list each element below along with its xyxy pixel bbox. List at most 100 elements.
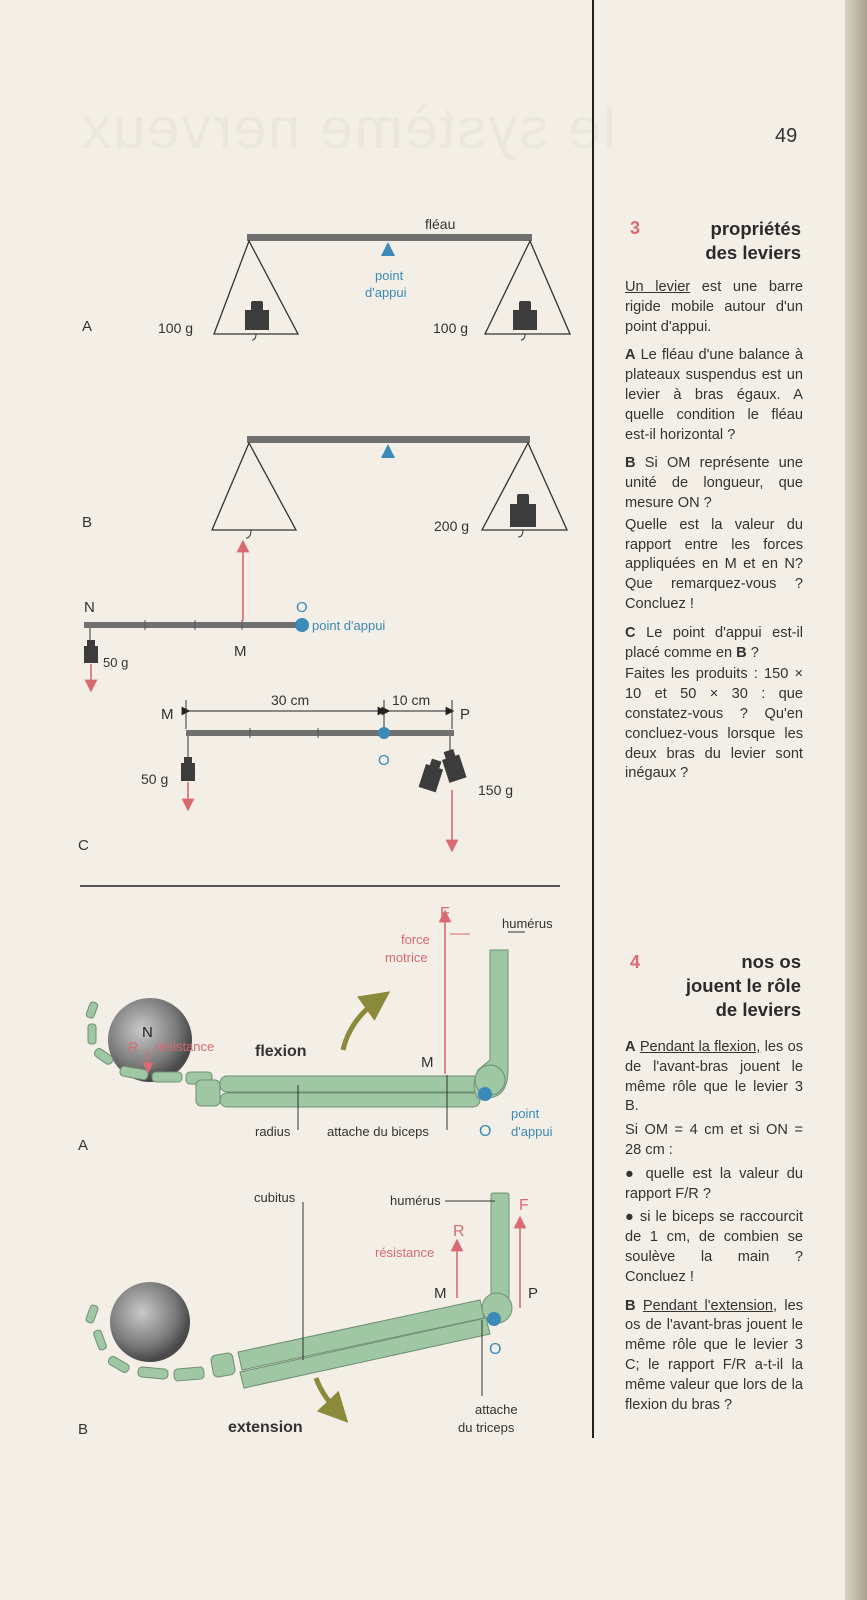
fig-b-M: M [234,643,247,660]
section-4-title-line2: jouent le rôle [685,975,801,996]
fig-c-letter: C [78,837,89,854]
s3-para-b: B Si OM représente une unité de longueur… [625,454,803,513]
fig-b-right-hook [517,529,524,538]
s3-c-letter: C [625,624,636,641]
fig-c-lever-bar [186,730,454,736]
arm-a-radius-label: radius [255,1124,291,1139]
arm-b-P: P [528,1285,538,1302]
s4-a-text: les os de l'avant-bras jouent le même rô… [625,1039,803,1115]
s3-para-b2: Quelle est la valeur du rapport entre le… [625,516,803,612]
section-3-title: propriétés des leviers [705,217,801,265]
fig-a-right-hook [520,333,526,341]
arm-b-extension-arrow [313,1377,349,1423]
arm-a-resistance: résistance [155,1039,214,1054]
fig-c-left-mass: 50 g [141,771,168,787]
fig-c-M: M [161,706,174,723]
arm-a-M: M [421,1054,434,1071]
s4-b-text: les os de l'avant-bras jouent le même rô… [625,1297,804,1413]
s3-para-c2: Faites les produits : 150 × 10 et 50 × 3… [625,666,803,782]
fig-b-right-pan [480,441,569,531]
fig-a-left-weight-knob [251,301,263,311]
s3-intro: Un levier est une barre rigide mobile au… [625,278,803,337]
arm-b-hand-bones [85,1304,236,1382]
section-4-title-line3: de leviers [715,999,801,1020]
fig-a-balance: fléau point d'appui A 100 g 100 g [82,216,571,341]
s3-c-text2: ? [746,644,759,661]
section-3-title-line2: des leviers [705,242,801,263]
fig-a-left-weight [245,310,269,330]
s3-c-text: Le point d'appui est-il placé comme en [625,624,803,661]
s3-a-text: Le fléau d'une balance à plateaux suspen… [625,347,803,443]
fig-c-right-mass: 150 g [478,782,513,798]
fig-a-right-mass: 100 g [433,320,468,336]
fig-a-letter: A [82,318,92,335]
fig-a-left-hook [251,333,257,341]
arm-a-O: O [479,1123,491,1140]
s4-b-term: Pendant l'extension, [642,1297,778,1314]
fig-a-beam-label: fléau [425,216,455,232]
arm-b-resistance: résistance [375,1245,434,1260]
arm-a-radius [219,1075,481,1093]
arm-b-triceps-2: du triceps [458,1420,515,1435]
s3-para-c: C Le point d'appui est-il placé comme en… [625,624,803,664]
arm-a-fulcrum-1: point [511,1106,540,1121]
fig-b-left-pan [211,441,298,531]
fig-b-pivot [295,618,309,632]
s4-para-a2: Si OM = 4 cm et si ON = 28 cm : [625,1122,803,1158]
s3-c-ref: B [736,644,747,661]
fig-b-left-mass: 50 g [103,655,128,670]
fig-b-fulcrum [381,444,395,458]
s4-b-letter: B [625,1297,636,1314]
fig-b-right-weight-knob [517,494,529,505]
fig-c-lever: M P O 30 cm 10 cm 50 g 150 g C [78,692,513,854]
arm-a-letter: A [78,1137,88,1154]
s3-intro-term: Un levier [625,279,691,295]
arm-a-humerus-label: humérus [502,916,553,931]
s4-bullet-1: ● quelle est la valeur du rapport F/R ? [625,1165,803,1202]
fig-c-right-weight-2 [442,749,467,783]
fig-c-dist-right-label: 10 cm [392,692,430,708]
arm-b-extension-label: extension [228,1419,303,1436]
page-edge [845,0,867,1600]
section-4-title-line1: nos os [741,951,801,972]
arm-b-extension: cubitus humérus F R résistance M P O att… [78,1190,538,1438]
fig-b-letter: B [82,514,92,531]
s4-para-b: B Pendant l'extension, les os de l'avant… [625,1297,803,1416]
arm-b-triceps-1: attache [475,1402,518,1417]
s4-bullet-2: ● si le biceps se raccourcit de 1 cm, de… [625,1209,803,1285]
arm-b-ball [110,1282,190,1362]
arm-a-flexion-arrow [340,991,391,1051]
section-3-title-line1: propriétés [710,218,801,239]
arm-b-F: F [519,1197,529,1214]
fig-b-right-mass: 200 g [434,518,469,534]
fig-b-lever-bar [84,622,302,628]
fig-b-right-weight [510,504,536,527]
s3-b-text: Si OM représente une unité de longueur, … [625,455,803,511]
section-4-title: nos os jouent le rôle de leviers [686,950,801,1022]
fig-b-left-weight-knob [87,640,95,647]
arm-a-flexion-label: flexion [255,1043,307,1060]
s4-a-letter: A [625,1039,636,1055]
fig-b-left-weight [84,646,98,663]
section-4-body: A Pendant la flexion, les os de l'avant-… [625,1038,803,1424]
arm-b-cubitus-label: cubitus [254,1190,296,1205]
fig-a-right-pan [483,239,571,335]
arm-a-biceps-label: attache du biceps [327,1124,429,1139]
fig-a-fulcrum-label-2: d'appui [365,285,407,300]
arm-a-ball [108,998,192,1082]
arm-a-force-1: force [401,932,430,947]
fig-b-lever: B 200 g N M O point d'appui 50 g [82,436,569,693]
fig-c-right-weight-1 [418,758,444,793]
arm-a-N: N [142,1024,153,1041]
arm-a-flexion: F force motrice humérus N R résistance f… [78,905,553,1154]
s3-a-letter: A [625,347,636,364]
s4-para-a: A Pendant la flexion, les os de l'avant-… [625,1038,803,1117]
arm-b-humerus-label: humérus [390,1193,441,1208]
arm-b-cubitus [239,1317,491,1389]
section-3-number: 3 [630,218,641,238]
fig-a-fulcrum-label-1: point [375,268,404,283]
arm-a-F: F [440,905,450,922]
s3-para-a: A Le fléau d'une balance à plateaux susp… [625,346,803,445]
fig-b-left-hook [245,529,252,539]
